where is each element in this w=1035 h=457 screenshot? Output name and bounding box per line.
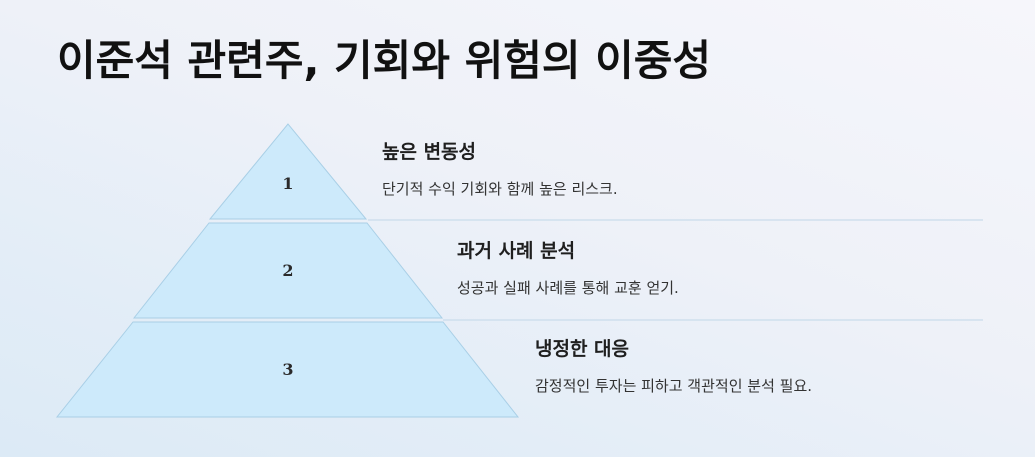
pyramid-tier-2 xyxy=(132,222,444,319)
tier-number-1: 1 xyxy=(282,174,293,193)
tier-description-2: 성공과 실패 사례를 통해 교훈 얻기. xyxy=(457,279,679,297)
tier-description-3: 감정적인 투자는 피하고 객관적인 분석 필요. xyxy=(535,377,813,395)
tier-title-1: 높은 변동성 xyxy=(382,141,477,163)
pyramid-tier-1 xyxy=(208,123,368,220)
tier-number-3: 3 xyxy=(282,360,293,379)
pyramid-tier-3 xyxy=(55,321,520,418)
tier-title-2: 과거 사례 분석 xyxy=(457,240,576,262)
tier-title-3: 냉정한 대응 xyxy=(535,338,630,360)
page-title: 이준석 관련주, 기회와 위험의 이중성 xyxy=(57,36,712,85)
tier-number-2: 2 xyxy=(282,261,293,280)
tier-description-1: 단기적 수익 기회와 함께 높은 리스크. xyxy=(382,180,618,198)
